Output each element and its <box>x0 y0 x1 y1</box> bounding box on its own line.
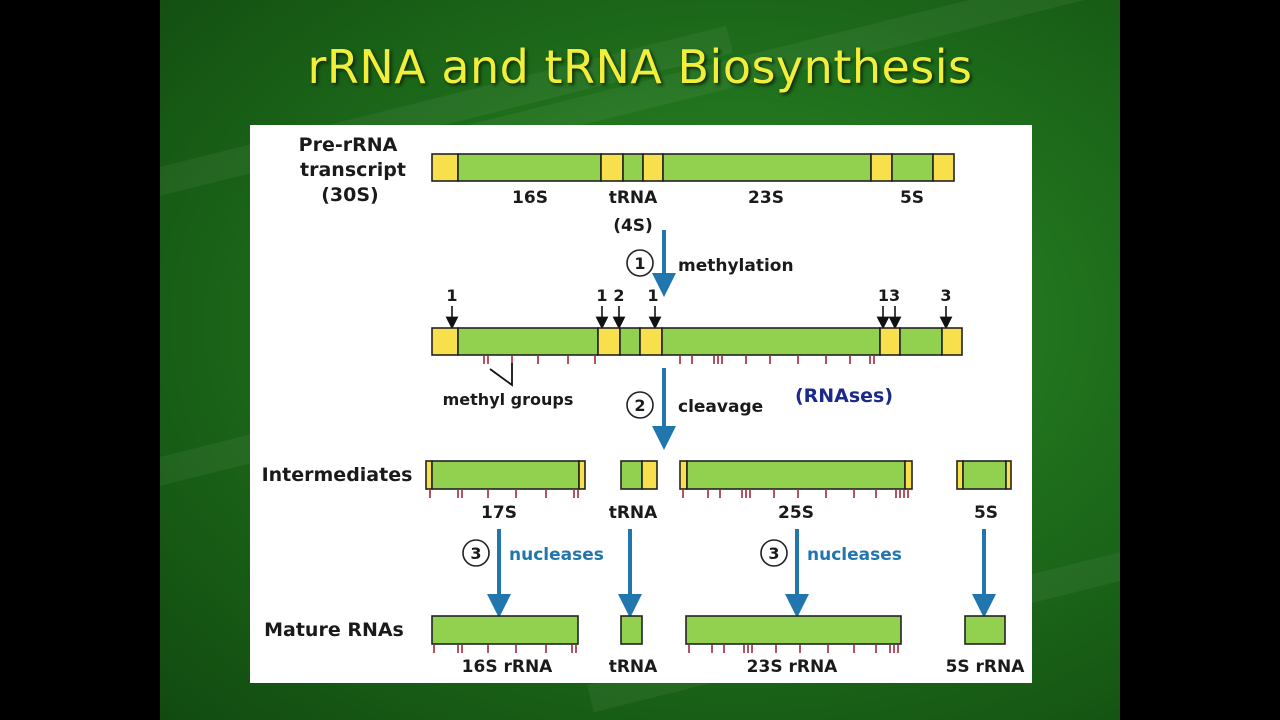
cleavage-label: cleavage <box>678 397 763 417</box>
label-23s-rrna: 23S rRNA <box>747 657 839 677</box>
methyl-groups-pointer <box>489 363 513 387</box>
cleavage-site-1: 1 <box>596 286 607 305</box>
spacer-segment <box>425 460 433 490</box>
pre-rrna-label: Pre-rRNA transcript (30S) <box>299 134 406 206</box>
mature-rnas-label: Mature RNAs <box>264 619 404 641</box>
segment-5s <box>891 153 934 182</box>
spacer-segment <box>600 153 624 182</box>
label-mature-trna: tRNA <box>609 657 658 677</box>
methyl-groups-label: methyl groups <box>443 390 574 409</box>
spacer-segment <box>597 327 621 356</box>
segment-trna <box>620 460 643 490</box>
segment-trna <box>619 327 641 356</box>
cleavage-site-markers: 1 1 2 1 13 3 <box>445 286 953 330</box>
spacer-segment <box>431 153 459 182</box>
intermediate-17s <box>425 460 586 490</box>
spacer-segment <box>639 327 663 356</box>
rnases-label: (RNAses) <box>795 385 893 407</box>
step-3-circle <box>462 539 490 567</box>
mature-trna <box>620 615 643 645</box>
nucleases-label: nucleases <box>509 545 604 565</box>
step-2-number: 2 <box>634 396 645 415</box>
intermediates-label: Intermediates <box>262 464 413 486</box>
spacer-segment <box>578 460 586 490</box>
label-16s-rrna: 16S rRNA <box>462 657 554 677</box>
methylation-label: methylation <box>678 256 794 276</box>
label-intermediate-5s: 5S <box>974 503 998 523</box>
intermediate-trna <box>620 460 658 490</box>
biosynthesis-diagram: Pre-rRNA transcript (30S) 16S tRNA (4S) … <box>262 134 1026 677</box>
mature-23s-rrna <box>685 615 902 645</box>
segment-23s <box>662 153 872 182</box>
pre-rrna-label-line1: Pre-rRNA <box>299 134 398 156</box>
segment-16s <box>457 327 599 356</box>
methyl-group-ticks-row2 <box>483 356 875 364</box>
intermediate-25s <box>679 460 913 490</box>
segment-trna <box>622 153 644 182</box>
label-25s: 25S <box>778 503 814 523</box>
label-5s-rrna: 5S rRNA <box>946 657 1026 677</box>
methyl-group-ticks-row4 <box>433 645 899 653</box>
cleavage-site-1: 1 <box>446 286 457 305</box>
spacer-segment <box>870 153 893 182</box>
spacer-segment <box>641 460 658 490</box>
spacer-segment <box>941 327 963 356</box>
spacer-segment <box>1005 460 1012 490</box>
pre-rrna-transcript-bar <box>431 153 955 182</box>
cleavage-site-3: 3 <box>940 286 951 305</box>
mature-5s-rrna <box>964 615 1006 645</box>
segment-23s <box>661 327 881 356</box>
step-3-number: 3 <box>470 544 481 563</box>
spacer-segment <box>879 327 901 356</box>
label-intermediate-trna: tRNA <box>609 503 658 523</box>
spacer-segment <box>932 153 955 182</box>
cleavage-site-2: 2 <box>613 286 624 305</box>
label-23s: 23S <box>748 188 784 208</box>
diagram-panel: Pre-rRNA transcript (30S) 16S tRNA (4S) … <box>250 125 1032 683</box>
label-trna-4s: (4S) <box>613 216 653 236</box>
label-17s: 17S <box>481 503 517 523</box>
spacer-segment <box>431 327 459 356</box>
spacer-segment <box>642 153 664 182</box>
spacer-segment <box>904 460 913 490</box>
pre-rrna-label-line2: transcript <box>300 159 406 181</box>
methylated-transcript-bar <box>431 327 963 356</box>
segment-5s <box>899 327 943 356</box>
cleavage-site-13: 13 <box>878 286 900 305</box>
step-3-number: 3 <box>768 544 779 563</box>
methyl-group-ticks-row3 <box>429 490 909 498</box>
mature-16s-rrna <box>431 615 579 645</box>
label-5s: 5S <box>900 188 924 208</box>
spacer-segment <box>956 460 964 490</box>
segment-25s <box>686 460 906 490</box>
segment-5s <box>962 460 1007 490</box>
label-16s: 16S <box>512 188 548 208</box>
segment-16s <box>457 153 602 182</box>
step-1-circle <box>626 249 654 277</box>
slide-title: rRNA and tRNA Biosynthesis <box>307 40 973 94</box>
cleavage-site-1: 1 <box>647 286 658 305</box>
step-3-circle <box>760 539 788 567</box>
segment-17s <box>431 460 580 490</box>
spacer-segment <box>679 460 688 490</box>
intermediate-5s <box>956 460 1012 490</box>
pre-rrna-label-line3: (30S) <box>321 184 379 206</box>
step-2-circle <box>626 391 654 419</box>
nucleases-label: nucleases <box>807 545 902 565</box>
step-1-number: 1 <box>634 254 645 273</box>
label-trna: tRNA <box>609 188 658 208</box>
